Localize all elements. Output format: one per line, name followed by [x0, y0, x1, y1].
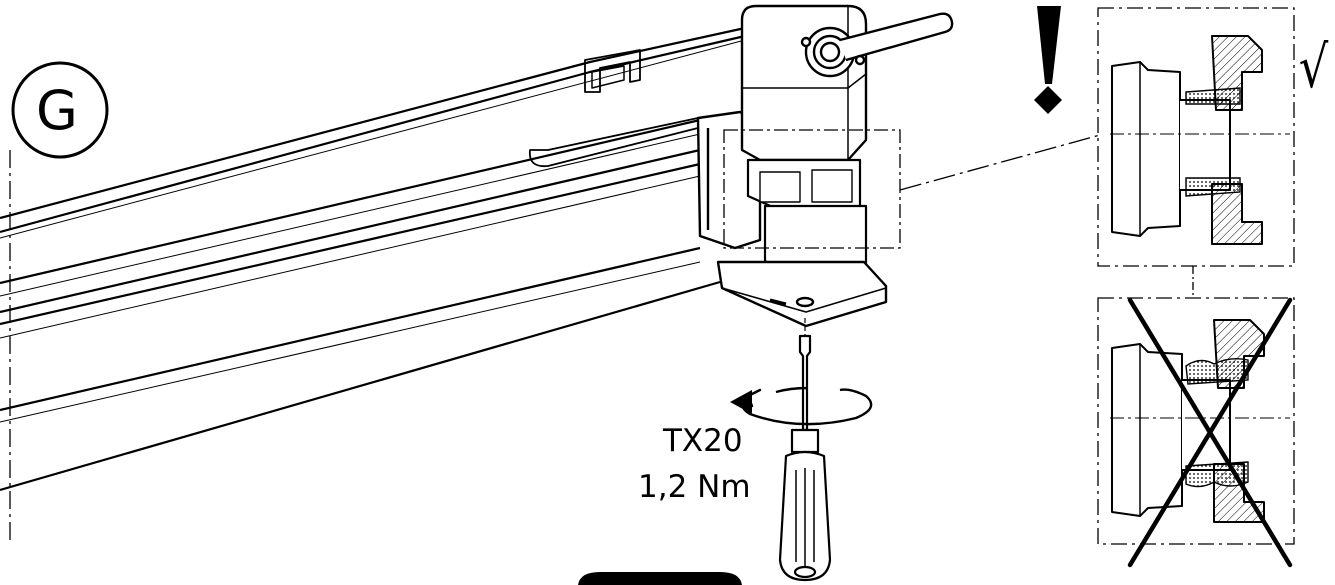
- rotation-arrowhead: [730, 390, 752, 414]
- detail-correct: [1097, 7, 1295, 267]
- connector-housing: [740, 4, 954, 162]
- check-mark: √: [1298, 33, 1329, 101]
- cross-mark: [1127, 297, 1293, 568]
- luminaire-rail: [0, 26, 746, 492]
- detail-callout-box: [723, 129, 901, 249]
- screwdriver-icon: [778, 318, 832, 582]
- step-letter-circle: [11, 61, 109, 159]
- base-plate: [716, 260, 888, 328]
- detail-incorrect: [1097, 297, 1295, 545]
- detail-leader-line: [899, 134, 1101, 191]
- tool-bit-label: TX20: [663, 423, 743, 459]
- bottom-bar-partial: [578, 572, 742, 585]
- exclamation-warning-icon: [1034, 6, 1062, 114]
- coupling-block: [746, 158, 868, 278]
- step-letter: G: [36, 79, 78, 142]
- torque-label: 1,2 Nm: [638, 469, 751, 505]
